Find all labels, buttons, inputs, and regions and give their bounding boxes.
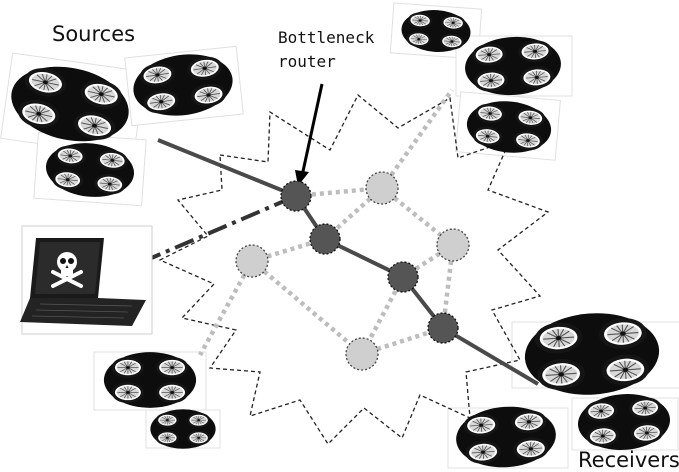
bottleneck-router-label: Bottleneck router (278, 26, 374, 74)
receivers-label: Receivers (578, 448, 679, 472)
idle-router (235, 244, 269, 278)
sources-label: Sources (52, 22, 136, 46)
bottleneck-label-line2: router (278, 52, 336, 71)
keyboard-grid (31, 303, 133, 319)
idle-link (361, 325, 444, 357)
idle-link (440, 244, 456, 329)
drone-icon (150, 409, 215, 448)
idle-router (436, 228, 470, 262)
main-path (157, 138, 540, 386)
upper-right-drones (400, 8, 563, 157)
routers (235, 171, 470, 371)
bottleneck-router (280, 180, 312, 212)
attacker-laptop (20, 225, 153, 335)
idle-link (198, 259, 254, 357)
bottleneck-label-line1: Bottleneck (278, 28, 375, 47)
bottleneck-arrow (295, 83, 324, 186)
idle-router (365, 171, 399, 205)
laptop-base (20, 298, 146, 326)
active-router (309, 223, 341, 255)
idle-links (198, 88, 456, 357)
skull-crossbones-icon (51, 252, 83, 288)
attack-link (141, 194, 297, 264)
idle-link (250, 259, 364, 356)
idle-link (380, 88, 454, 190)
active-router (427, 312, 459, 344)
active-router (387, 261, 419, 293)
drone-icon (104, 352, 196, 408)
idle-router (345, 337, 379, 371)
idle-link (295, 185, 383, 199)
